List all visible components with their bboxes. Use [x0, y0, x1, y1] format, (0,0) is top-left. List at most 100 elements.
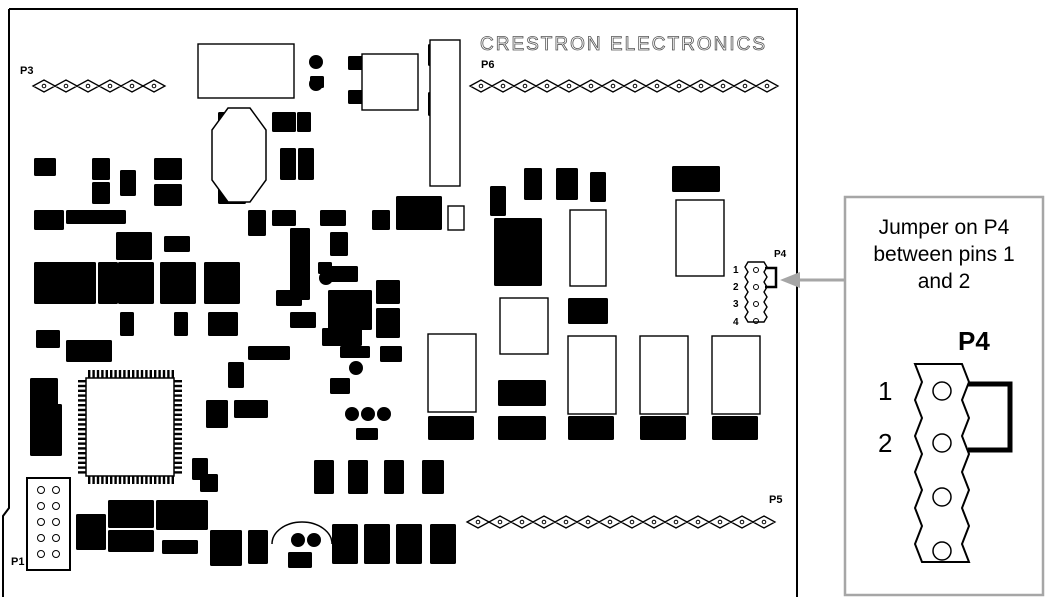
- component-part: [297, 112, 311, 132]
- component-outline: [197, 43, 295, 99]
- component-part: [280, 148, 296, 180]
- component-part: [320, 210, 346, 226]
- component-part: [34, 210, 64, 230]
- component-part: [330, 266, 358, 282]
- p4-pin-1-label: 1: [733, 265, 739, 276]
- component-part: [164, 236, 190, 252]
- callout-title: P4: [958, 326, 990, 356]
- component-part: [396, 196, 442, 230]
- component-outline: [711, 335, 761, 415]
- component-part: [396, 524, 422, 564]
- component-part: [34, 262, 96, 304]
- component-part: [422, 460, 444, 494]
- component-part: [248, 346, 290, 360]
- header-p1-label: P1: [11, 556, 24, 568]
- callout-pin-1: [932, 381, 952, 401]
- component-outline: [429, 39, 461, 187]
- component-part: [154, 158, 182, 180]
- callout-box: Jumper on P4 between pins 1 and 2 P4 1 2: [843, 195, 1045, 597]
- callout-line-1: Jumper on P4: [879, 216, 1010, 239]
- round-part: [291, 533, 305, 547]
- component-part: [348, 460, 368, 494]
- component-part: [200, 474, 218, 492]
- component-part: [380, 346, 402, 362]
- component-part: [318, 262, 332, 274]
- component-outline: [569, 209, 607, 287]
- component-part: [314, 460, 334, 494]
- component-part: [290, 228, 310, 300]
- board-outline: [2, 8, 798, 597]
- component-part: [160, 262, 196, 304]
- component-part: [34, 158, 56, 176]
- component-part: [248, 210, 266, 236]
- component-part: [116, 232, 152, 260]
- component-part: [204, 262, 240, 304]
- p4-board-header: [744, 261, 778, 324]
- header-p5: [465, 515, 777, 529]
- header-p6: [468, 79, 780, 93]
- callout-pin-2-label: 2: [878, 428, 892, 458]
- component-part: [120, 312, 134, 336]
- component-part: [372, 210, 390, 230]
- component-part: [340, 346, 370, 358]
- component-part: [568, 416, 614, 440]
- component-part: [524, 168, 542, 200]
- component-part: [356, 428, 378, 440]
- p4-pin-3-label: 3: [733, 299, 739, 310]
- header-p3: [31, 79, 167, 93]
- component-part: [494, 218, 542, 286]
- component-part: [92, 182, 110, 204]
- component-part: [332, 524, 358, 564]
- qfp-chip: [78, 370, 182, 484]
- component-part: [36, 330, 60, 348]
- component-part: [290, 312, 316, 328]
- callout-p4-header: [913, 363, 971, 563]
- component-part: [364, 524, 390, 564]
- component-part: [330, 378, 350, 394]
- component-part: [228, 362, 244, 388]
- round-part: [349, 361, 363, 375]
- component-outline: [567, 335, 617, 415]
- component-part: [330, 232, 348, 256]
- pin-headers: [26, 79, 780, 571]
- round-part: [309, 55, 323, 69]
- round-part: [345, 407, 359, 421]
- components: [30, 39, 761, 568]
- header-p6-label: P6: [481, 59, 494, 71]
- component-part: [76, 514, 106, 550]
- component-part: [276, 290, 302, 306]
- component-part: [298, 148, 314, 180]
- p4-pin-4-label: 4: [733, 317, 739, 328]
- component-part: [154, 184, 182, 206]
- callout-pin-3: [932, 487, 952, 507]
- component-part: [120, 170, 136, 196]
- round-part: [361, 407, 375, 421]
- component-part: [556, 168, 578, 200]
- p4-pin-2-label: 2: [733, 282, 739, 293]
- component-part: [206, 400, 228, 428]
- component-part: [384, 460, 404, 494]
- component-outline: [427, 333, 477, 413]
- component-part: [568, 298, 608, 324]
- component-part: [208, 312, 238, 336]
- component-part: [712, 416, 758, 440]
- component-part: [272, 112, 296, 132]
- component-part: [376, 308, 400, 338]
- component-outline: [447, 205, 465, 231]
- component-part: [288, 552, 312, 568]
- header-p4-label: P4: [774, 249, 787, 260]
- component-part: [66, 210, 126, 224]
- component-part: [92, 158, 110, 180]
- callout-line-2: between pins 1: [873, 243, 1014, 266]
- component-outline: [675, 199, 725, 277]
- component-part: [640, 416, 686, 440]
- arc-part: [271, 521, 333, 545]
- component-part: [590, 172, 606, 202]
- component-part: [490, 186, 506, 216]
- component-part: [248, 530, 268, 564]
- pointer-arrow: [780, 272, 848, 288]
- component-part: [30, 404, 62, 456]
- component-part: [498, 380, 546, 406]
- component-part: [234, 400, 268, 418]
